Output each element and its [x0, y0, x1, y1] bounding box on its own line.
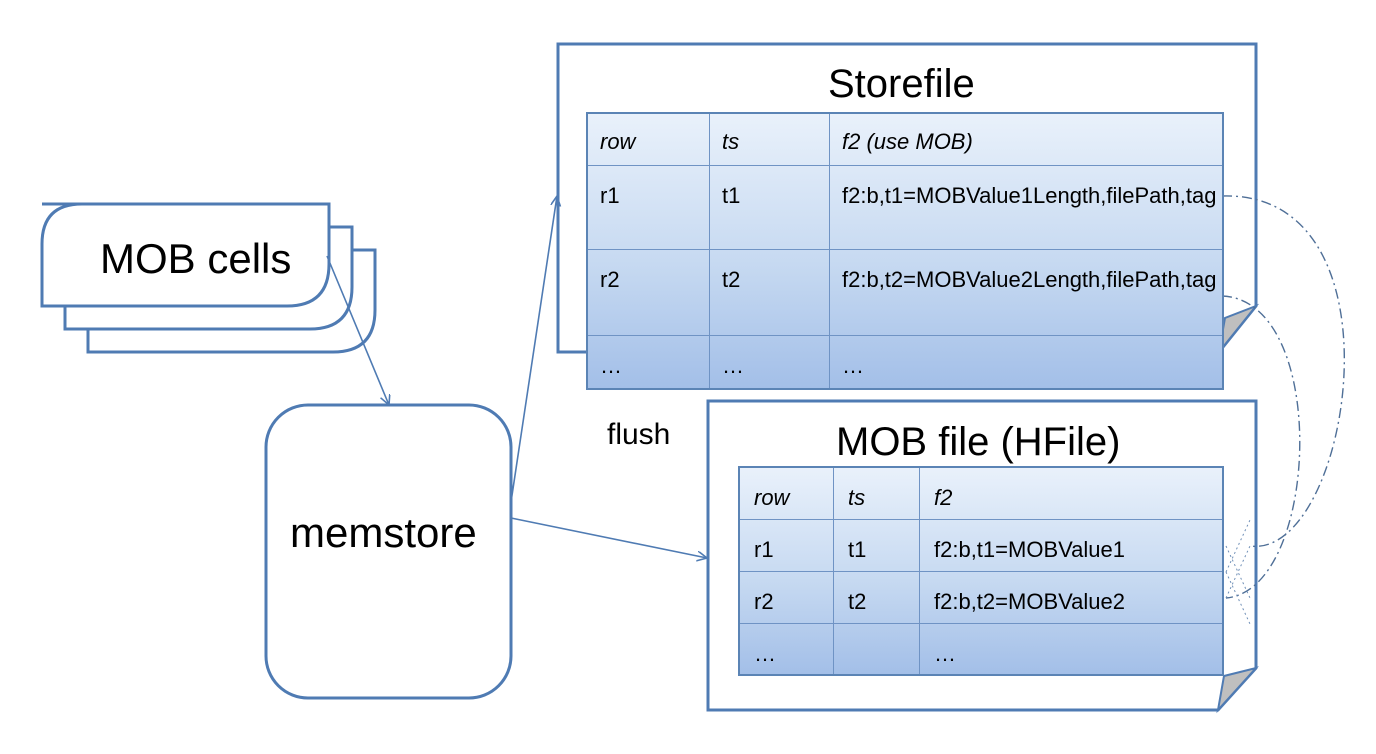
arrow-memstore-to-mob-file [510, 517, 707, 558]
arrow-mob-cells-to-memstore [326, 255, 389, 405]
storefile-header-f2: f2 (use MOB) [830, 114, 1222, 166]
mob-file-header-ts: ts [834, 468, 920, 520]
mob-file-title: MOB file (HFile) [836, 420, 1121, 464]
storefile-header-ts: ts [710, 114, 830, 166]
mob-file-cell-ts: t2 [834, 572, 920, 624]
reference-curve-r2 [1221, 295, 1301, 599]
storefile-table: row ts f2 (use MOB) r1 t1 f2:b,t1=MOBVal… [586, 112, 1224, 390]
mob-file-folded-corner [1216, 666, 1259, 714]
mob-file-cell-f2: f2:b,t2=MOBValue2 [920, 572, 1222, 624]
storefile-cell-ts: t1 [710, 166, 830, 250]
storefile-cell-ts: … [710, 336, 830, 388]
storefile-cell-row: r2 [588, 250, 710, 336]
mob-file-cell-ts [834, 624, 920, 674]
mob-cells-label: MOB cells [100, 235, 292, 282]
storefile-header-row: row [588, 114, 710, 166]
storefile-title: Storefile [828, 62, 975, 106]
mob-file-cell-row: r2 [740, 572, 834, 624]
storefile-cell-f2: … [842, 353, 864, 378]
memstore-label: memstore [290, 509, 477, 556]
mob-file-cell-row: … [740, 624, 834, 674]
mob-file-cell-ts: t1 [834, 520, 920, 572]
mob-cell-card-front [40, 202, 331, 308]
mob-file-cell-f2: f2:b,t1=MOBValue1 [920, 520, 1222, 572]
mob-file-header-row: row [740, 468, 834, 520]
storefile-cell-f2: f2:b,t2=MOBValue2Length,filePath,tag [830, 250, 1222, 336]
mob-file-table: row ts f2 r1 t1 f2:b,t1=MOBValue1 r2 t2 … [738, 466, 1224, 676]
storefile-cell-row: r1 [588, 166, 710, 250]
mob-file-cell-f2: … [934, 641, 956, 666]
storefile-cell-row: … [588, 336, 710, 388]
arrow-memstore-to-storefile [510, 196, 557, 503]
storefile-cell-f2: f2:b,t1=MOBValue1Length,filePath,tag [830, 166, 1222, 250]
mob-file-header-f2: f2 [920, 468, 1222, 520]
reference-curve-r1 [1221, 195, 1345, 547]
flush-label: flush [607, 418, 671, 451]
mob-file-cell-row: r1 [740, 520, 834, 572]
storefile-cell-ts: t2 [710, 250, 830, 336]
